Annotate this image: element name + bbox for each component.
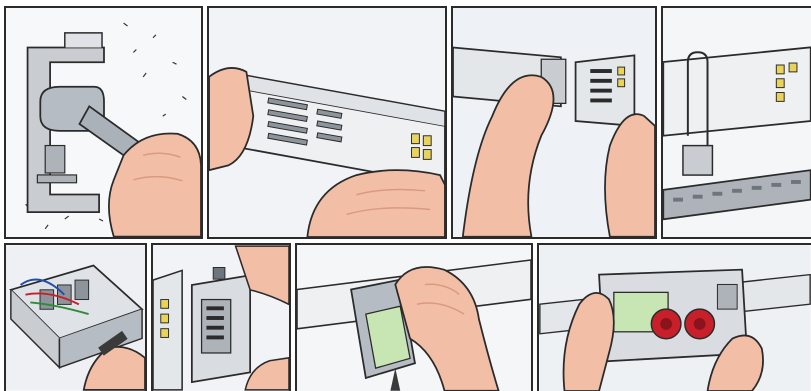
panel-step-7-mount-cover [295, 243, 533, 391]
hands-join-sections-icon [453, 8, 655, 237]
panel-step-1-bracket-hammer [4, 6, 203, 239]
panel-step-6-tap-off-unit [151, 243, 291, 391]
hands-socket-box-icon [539, 245, 811, 391]
tap-off-unit-icon [153, 245, 289, 391]
hand-mount-cover-icon [297, 245, 531, 391]
panel-step-3-join-sections [451, 6, 657, 239]
suspended-trunking-tray-icon [663, 8, 811, 237]
panel-step-2-lift-trunking [207, 6, 447, 239]
open-junction-box-screwdriver-icon [6, 245, 145, 391]
panel-step-8-socket-box [537, 243, 811, 391]
hands-lift-trunking-icon [209, 8, 445, 237]
bracket-hammer-icon [6, 8, 201, 237]
panel-step-5-junction-box [4, 243, 147, 391]
panel-step-4-suspended-trunking [661, 6, 811, 239]
